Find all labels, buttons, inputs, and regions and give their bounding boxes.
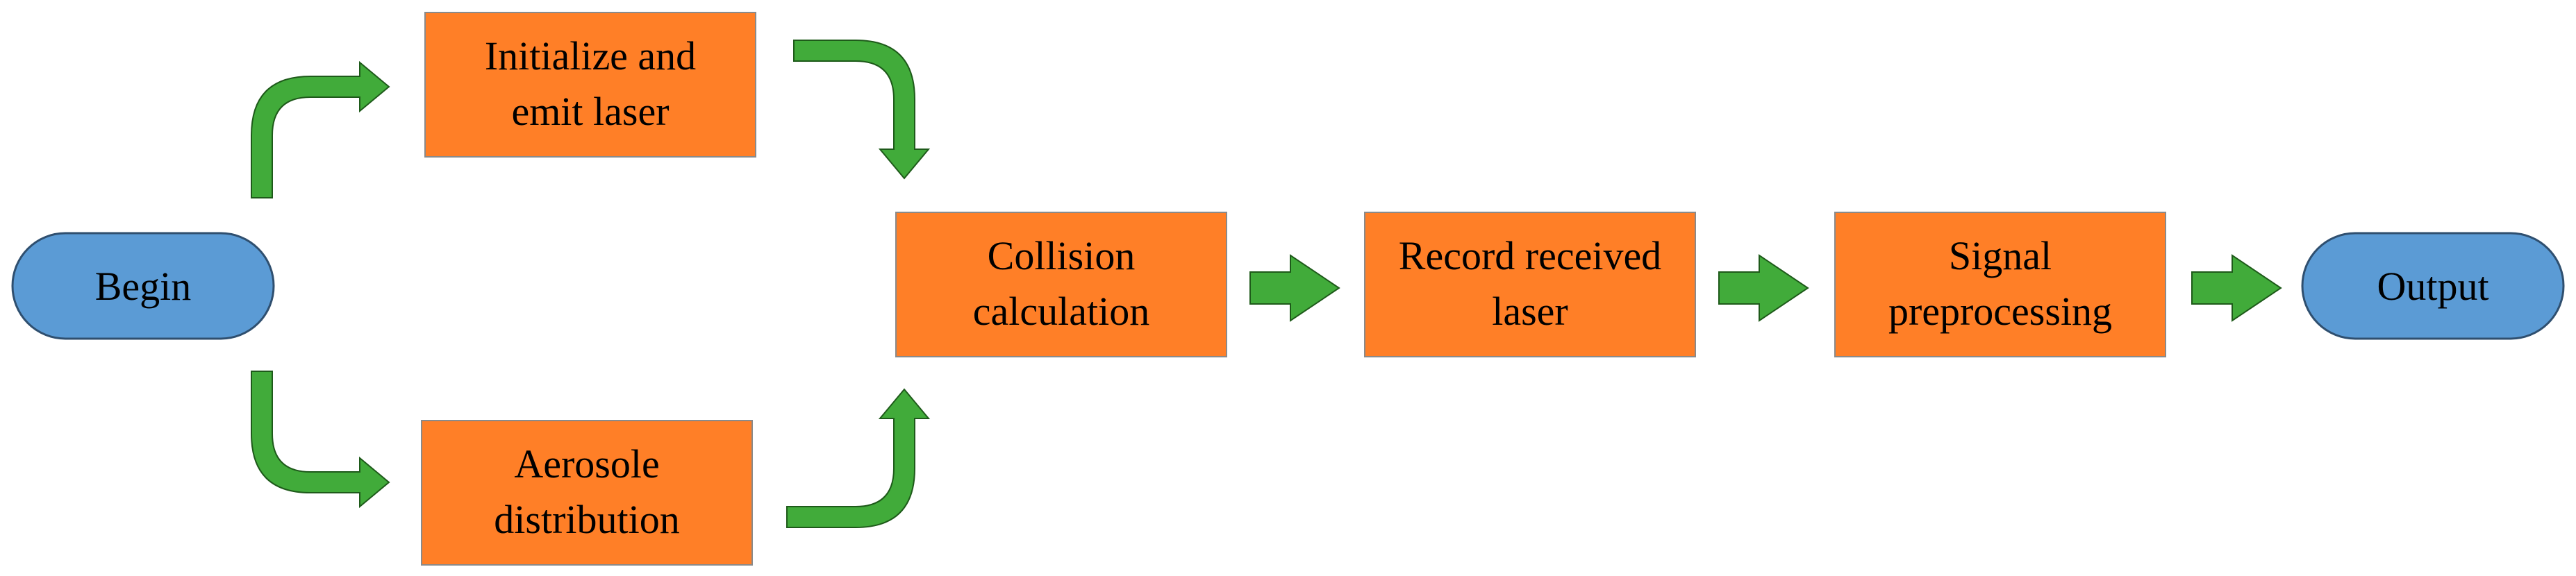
record-box [1364,212,1696,357]
node-aerosole-distribution: Aerosole distribution [421,420,753,566]
aerosol-label-line1: Aerosole [514,441,659,486]
record-label-line1: Record received [1399,233,1661,278]
init-box [424,12,756,158]
node-signal-preprocessing: Signal preprocessing [1834,212,2166,357]
begin-terminal-shape [11,232,275,340]
aerosol-label-line2: distribution [494,497,679,542]
init-label-line1: Initialize and [485,33,696,78]
output-label: Output [2377,264,2488,309]
node-begin: Begin [11,232,275,340]
arrow-begin-to-aerosol [251,371,390,509]
arrow-record-to-signal [1718,254,1809,322]
arrow-signal-to-output [2191,254,2282,322]
node-record-received-laser: Record received laser [1364,212,1696,357]
signal-label-line1: Signal [1949,233,2052,278]
aerosol-box [421,420,753,566]
collision-label-line2: calculation [973,289,1149,334]
init-label-line2: emit laser [511,89,669,134]
signal-box [1834,212,2166,357]
collision-label-line1: Collision [988,233,1136,278]
record-label-line2: laser [1492,289,1568,334]
arrow-aerosol-to-collision [786,388,931,528]
arrow-begin-to-init [251,60,390,198]
arrow-init-to-collision [793,40,931,180]
collision-box [895,212,1227,357]
output-terminal-shape [2301,232,2565,340]
node-initialize-emit-laser: Initialize and emit laser [424,12,756,158]
node-output: Output [2301,232,2565,340]
arrow-collision-to-record [1249,254,1340,322]
begin-label: Begin [95,264,192,309]
signal-label-line2: preprocessing [1888,289,2112,334]
node-collision-calculation: Collision calculation [895,212,1227,357]
